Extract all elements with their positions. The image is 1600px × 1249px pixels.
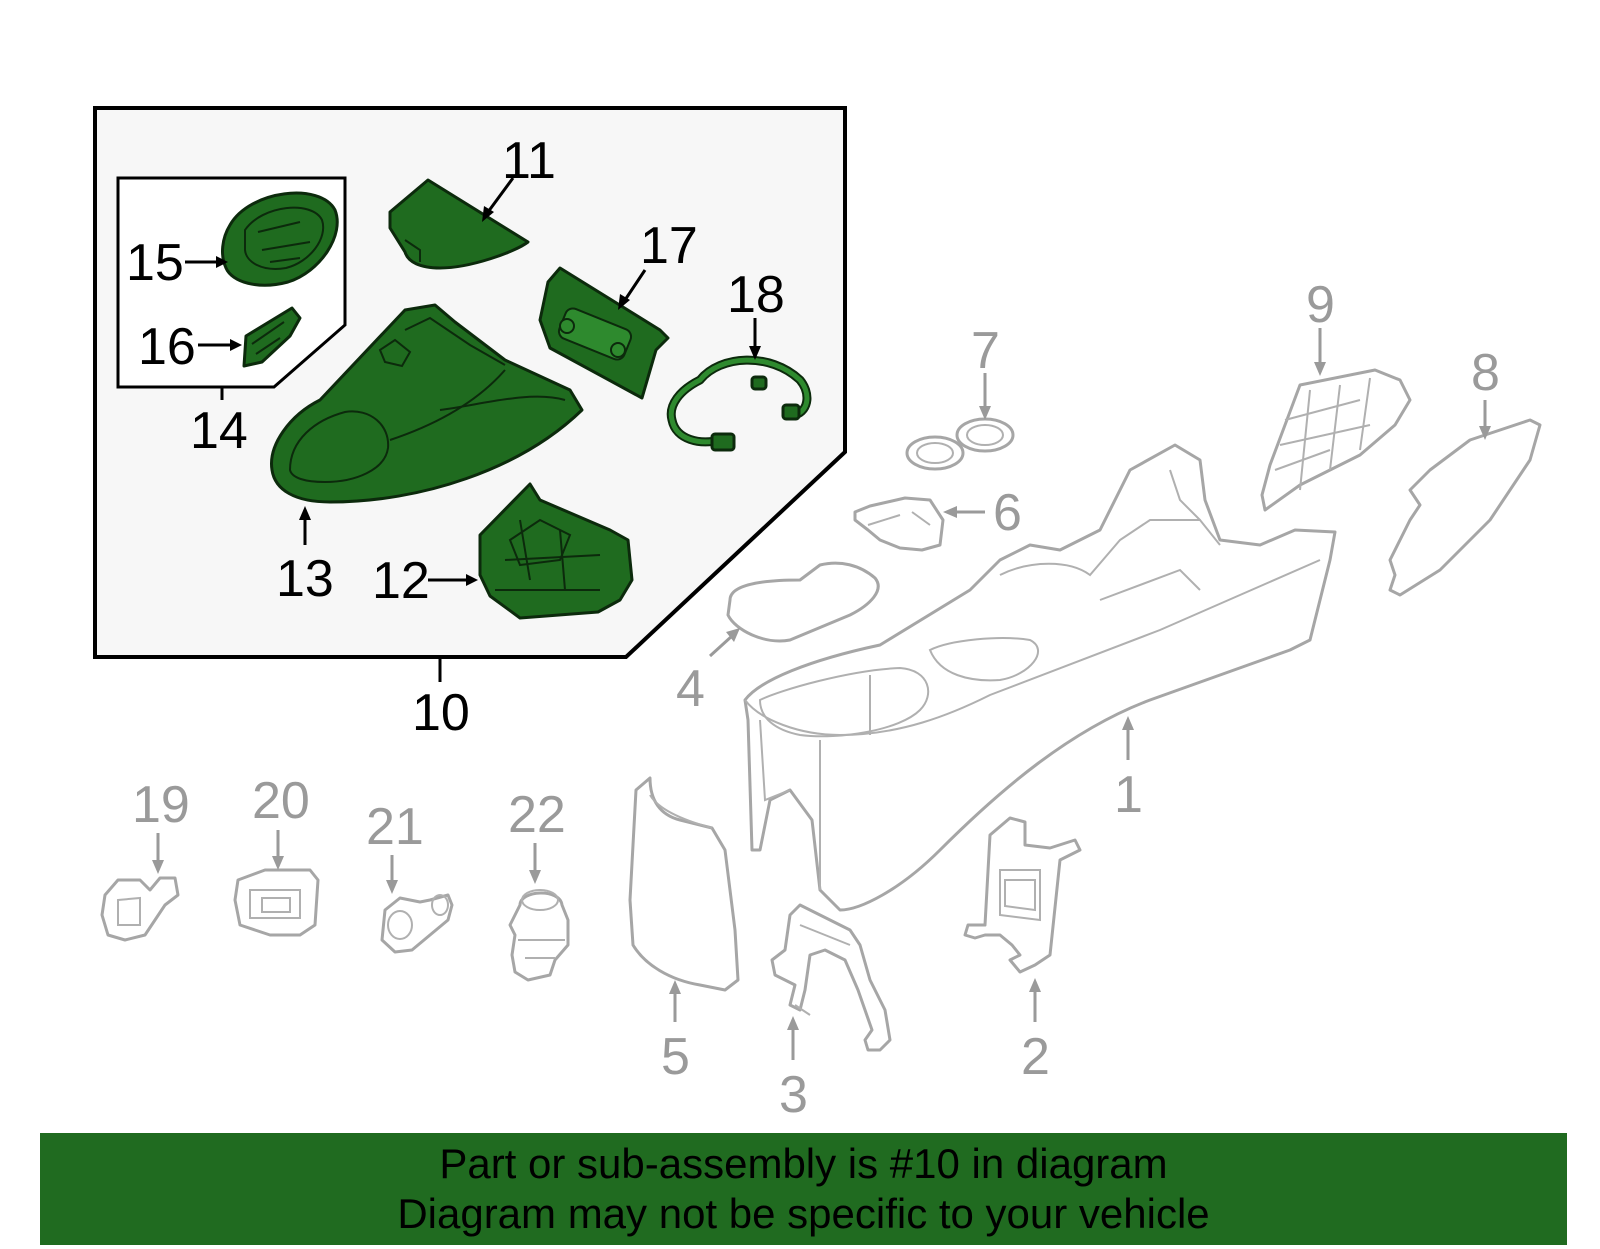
leader-lines: [152, 177, 1491, 1060]
callout-14: 14: [190, 402, 248, 460]
part-8-shape: [1388, 418, 1542, 597]
assembly-10-group: [93, 106, 847, 659]
callout-6: 6: [993, 484, 1022, 542]
callout-21: 21: [366, 798, 424, 856]
part-21-shape: [380, 893, 454, 954]
part-12-shape: [478, 482, 634, 620]
callout-16: 16: [138, 318, 196, 376]
callout-7: 7: [971, 322, 1000, 380]
callout-1: 1: [1114, 766, 1143, 824]
callout-12: 12: [372, 552, 430, 610]
part-2-shape: [963, 816, 1082, 974]
part-5-shape: [628, 776, 740, 992]
part-4-shape: [726, 561, 880, 643]
callout-13: 13: [276, 550, 334, 608]
callout-20: 20: [252, 772, 310, 830]
notice-banner: Part or sub-assembly is #10 in diagram D…: [40, 1133, 1567, 1245]
callout-11: 11: [502, 132, 556, 190]
part-22-shape: [508, 889, 570, 982]
part-6-shape: [853, 496, 945, 552]
callout-19: 19: [132, 776, 190, 834]
callout-18: 18: [727, 266, 785, 324]
part-3-shape: [770, 903, 892, 1052]
callout-9: 9: [1306, 276, 1335, 334]
part-9-shape: [1260, 368, 1412, 512]
part-1-shape: [743, 443, 1337, 912]
part-17-shape: [538, 266, 670, 400]
callout-8: 8: [1471, 344, 1500, 402]
callout-3: 3: [779, 1066, 808, 1124]
callout-22: 22: [508, 786, 566, 844]
callout-labels: 11 15 16 14 17 18 13 12 10 1 2 3 4 5 6 7…: [126, 132, 1500, 1124]
part-11-shape: [388, 178, 530, 270]
callout-2: 2: [1021, 1028, 1050, 1086]
callout-15: 15: [126, 234, 184, 292]
part-20-shape: [233, 868, 320, 937]
part-13-shape: [270, 303, 584, 504]
callout-10: 10: [412, 684, 470, 742]
banner-line-2: Diagram may not be specific to your vehi…: [397, 1190, 1210, 1237]
callout-5: 5: [661, 1028, 690, 1086]
part-18-shape: [666, 355, 812, 452]
part-7-shape: [905, 417, 1015, 471]
callout-17: 17: [640, 217, 698, 275]
banner-line-1: Part or sub-assembly is #10 in diagram: [439, 1140, 1168, 1187]
part-19-shape: [100, 876, 180, 942]
part-16-shape: [242, 306, 302, 368]
callout-4: 4: [676, 660, 705, 718]
